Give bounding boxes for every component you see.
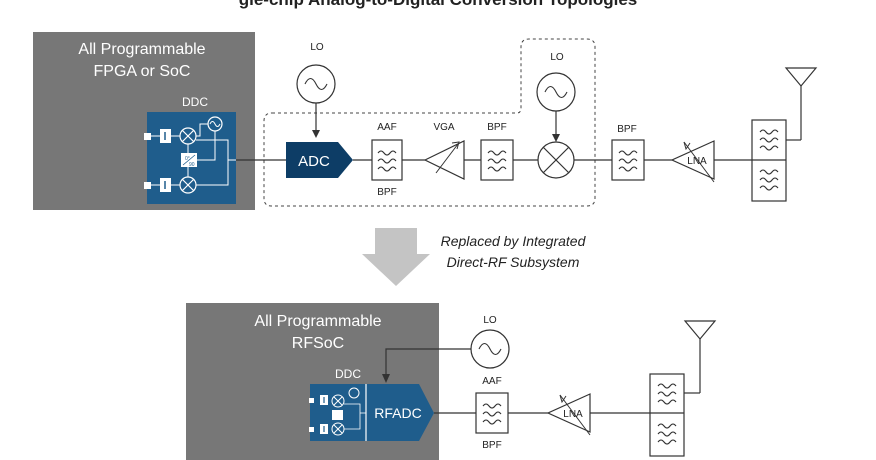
antenna-icon-bottom: [683, 320, 717, 340]
aaf-filter-bottom: [475, 392, 509, 434]
duplexer-top: [751, 119, 787, 202]
phase-label-90: 90: [189, 162, 195, 168]
lo-oscillator-bottom: [470, 329, 510, 369]
lna-label-top: LNA: [687, 156, 707, 167]
lo-oscillator-left: [296, 64, 336, 104]
transition-arrow: [362, 228, 430, 286]
lo-label-left: LO: [310, 42, 324, 53]
transition-text-line1: Replaced by Integrated: [441, 233, 587, 249]
lo-oscillator-right: [536, 72, 576, 112]
vga-label: VGA: [433, 122, 454, 133]
rfsoc-title-line1: All Programmable: [254, 313, 381, 330]
lna-label-bottom: LNA: [563, 409, 583, 420]
ddc-label: DDC: [182, 95, 208, 109]
lo-label-right: LO: [550, 52, 564, 63]
aaf-filter: [371, 139, 403, 181]
phase-label-0: 0°: [185, 156, 190, 162]
diagram-title: gle-chip Analog-to-Digital Conversion To…: [239, 0, 638, 9]
transition-text-line2: Direct-RF Subsystem: [447, 254, 580, 270]
adc-label: ADC: [298, 153, 330, 170]
vga-amplifier: [423, 140, 465, 180]
adc-block: ADC: [286, 142, 353, 178]
ddc-block: 0° 90: [144, 112, 236, 204]
aaf-bpf-label: BPF: [377, 187, 396, 198]
rfsoc-title-line2: RFSoC: [292, 335, 344, 352]
discrete-frontend-boundary: [263, 38, 596, 207]
fpga-soc-title-line2: FPGA or SoC: [94, 63, 191, 80]
lo-label-bottom: LO: [483, 315, 497, 326]
antenna-icon-top: [784, 67, 818, 87]
lna-amplifier-bottom: LNA: [546, 393, 591, 436]
rfadc-label: RFADC: [374, 405, 421, 421]
bpf-label-1: BPF: [487, 122, 506, 133]
rfadc-ddc-block: RFADC: [309, 384, 434, 441]
aaf-bpf-label-bottom: BPF: [482, 440, 501, 451]
bpf-filter-2: [611, 139, 645, 181]
mixer: [537, 141, 575, 179]
ddc-label-bottom: DDC: [335, 367, 361, 381]
aaf-label: AAF: [377, 122, 396, 133]
duplexer-bottom: [649, 373, 685, 457]
bpf-filter-1: [480, 139, 514, 181]
aaf-label-bottom: AAF: [482, 376, 501, 387]
lna-amplifier-top: LNA: [670, 140, 715, 183]
bpf-label-2: BPF: [617, 124, 636, 135]
fpga-soc-title-line1: All Programmable: [78, 41, 205, 58]
